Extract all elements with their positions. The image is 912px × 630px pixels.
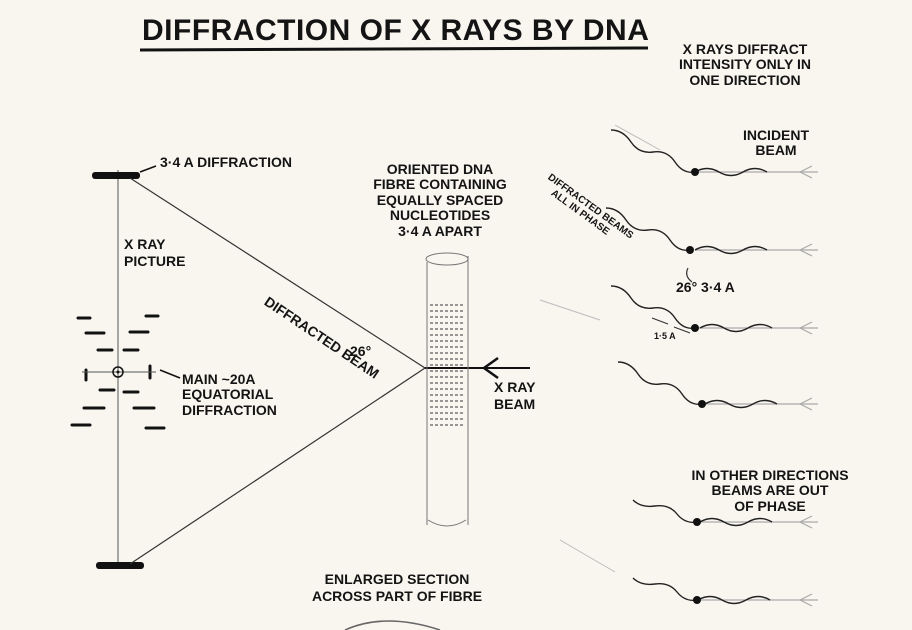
xray-beam-label: X RAY BEAM <box>494 379 536 413</box>
xray-picture-label: X RAY PICTURE <box>124 236 186 270</box>
right-header-label: X RAYS DIFFRACT INTENSITY ONLY IN ONE DI… <box>679 41 811 88</box>
angle-label: 26° <box>350 343 372 359</box>
diagram-title: DIFFRACTION OF X RAYS BY DNA <box>142 14 650 47</box>
diffracted-waves <box>605 129 703 602</box>
angle-spacing-label: 26° 3·4 A <box>676 279 735 295</box>
incident-beams <box>695 165 818 607</box>
incident-waves <box>694 167 778 605</box>
diffraction-34-label: 3·4 A DIFFRACTION <box>160 154 292 170</box>
equatorial-spots <box>70 314 166 430</box>
main-equatorial-label: MAIN ~20A EQUATORIAL DIFFRACTION <box>182 371 277 418</box>
title-underline <box>139 46 649 52</box>
dna-fibre <box>425 252 469 527</box>
enlarged-section-label: ENLARGED SECTION ACROSS PART OF FIBRE <box>311 571 483 605</box>
xray-beam-arrowhead <box>481 356 499 380</box>
top-diffraction-spot <box>92 172 140 179</box>
diffracted-beam-lower <box>129 367 426 565</box>
diffracted-beam-upper <box>129 177 426 369</box>
fibre-nucleotides <box>430 304 464 426</box>
direct-beam-spot <box>112 366 124 378</box>
bottom-diffraction-spot <box>96 562 144 569</box>
enlarged-section-circle <box>344 620 441 630</box>
small-spacing-label: 1·5 A <box>654 331 676 341</box>
scattering-atoms <box>686 168 706 604</box>
fibre-label: ORIENTED DNA FIBRE CONTAINING EQUALLY SP… <box>373 161 507 239</box>
other-directions-label: IN OTHER DIRECTIONS BEAMS ARE OUT OF PHA… <box>691 467 849 514</box>
incident-beam-label: INCIDENT BEAM <box>742 127 810 159</box>
